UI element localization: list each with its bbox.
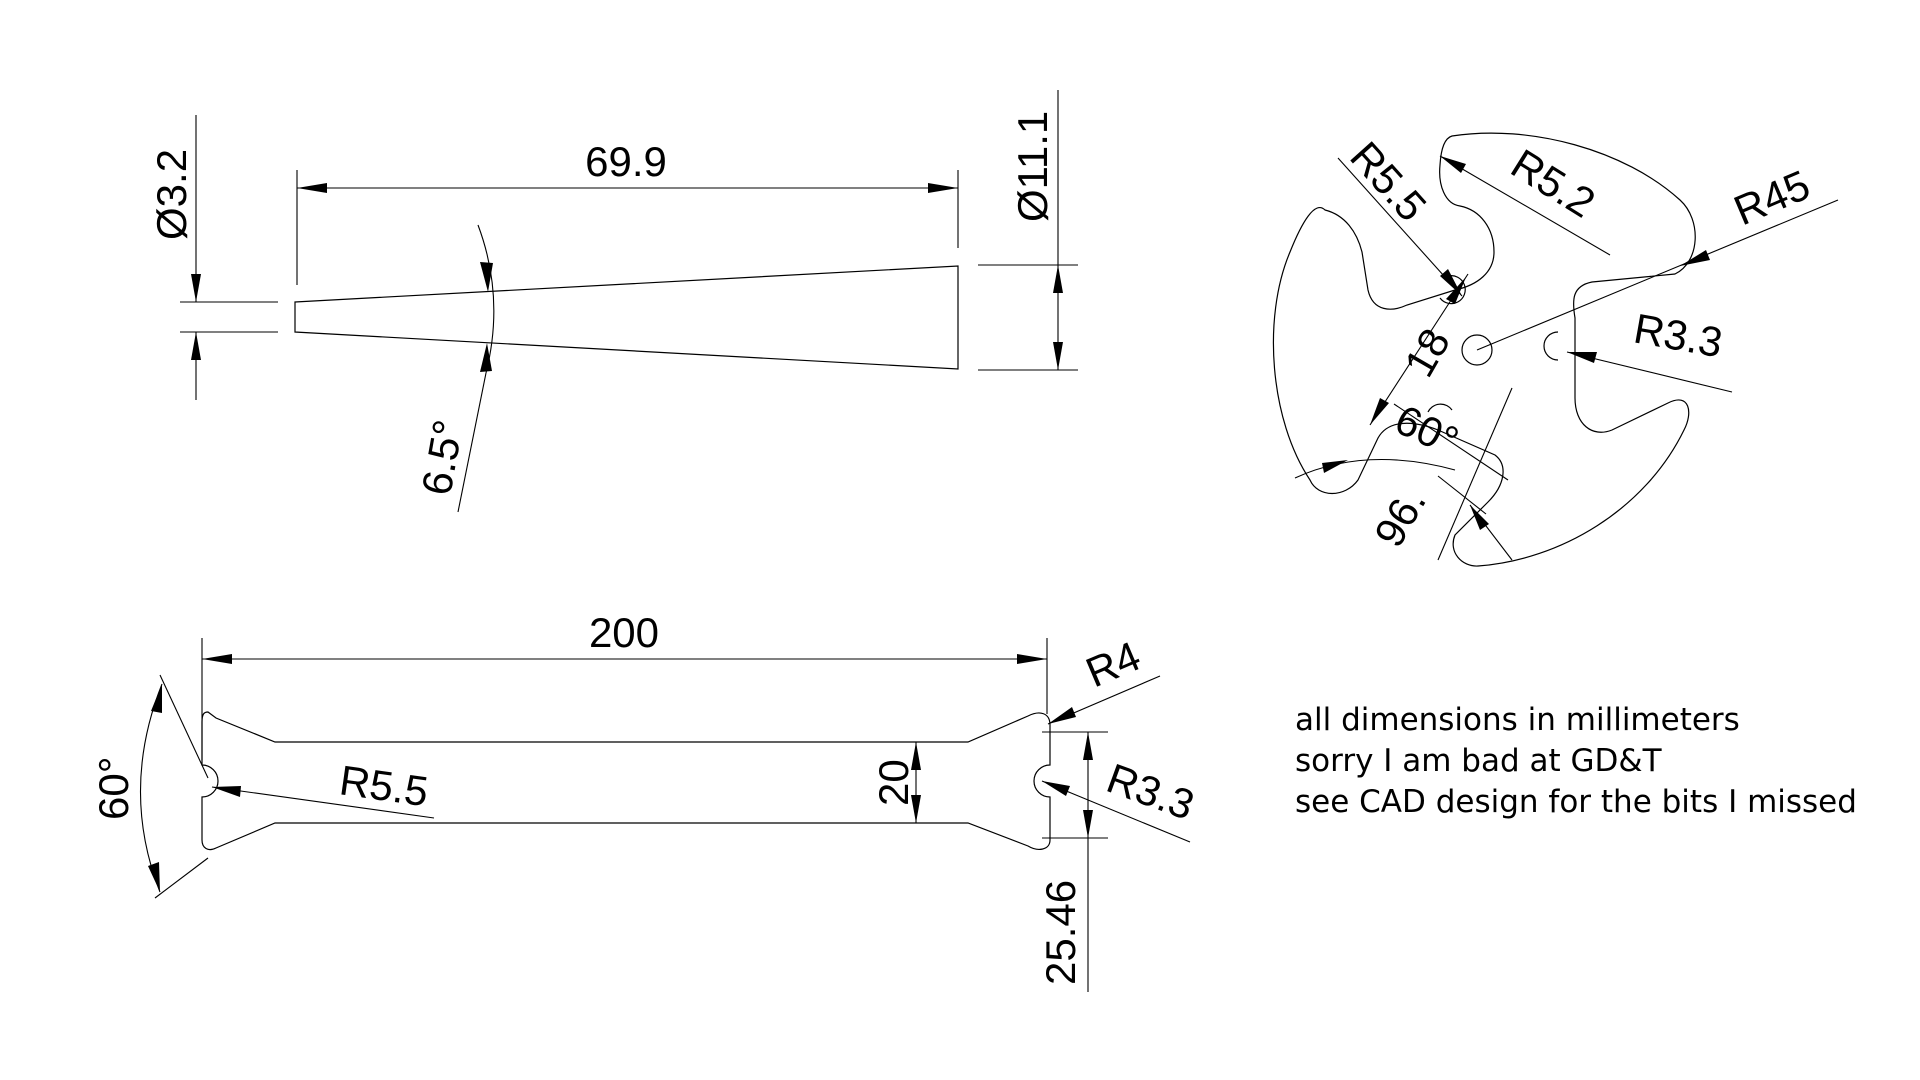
hub-notch [1439,275,1466,305]
extension-line [1437,475,1487,515]
arrowhead [1440,156,1466,173]
drawing-notes: all dimensions in millimeters sorry I am… [1295,700,1857,823]
arrowhead [1083,732,1093,760]
dim-diameter-small: Ø3.2 [148,149,195,240]
arrowhead [1042,781,1070,796]
dim-hub-lobe-radius: R5.2 [1503,140,1603,227]
arrowhead [1446,277,1466,304]
dim-strip-end-angle: 60° [90,756,137,820]
arrowhead [191,274,201,302]
arrowhead [1048,707,1076,724]
arrowhead [1680,250,1710,266]
arrowhead [151,684,162,713]
hub-view: R5.5 R5.2 R45 R3.3 18 60° 96. [1272,132,1839,567]
dim-hub-notch-radius: R5.5 [1341,133,1435,230]
dim-strip-end-height: 25.46 [1037,880,1084,985]
arrowhead [480,343,492,372]
dim-hub-chord: 96. [1365,480,1435,554]
arrowhead [297,183,327,193]
dim-strip-width: 20 [870,759,917,806]
angle-arc [1294,459,1456,479]
strip-outline [201,711,1051,851]
arrowhead [1567,352,1597,363]
hub-notch [1427,403,1453,413]
arrowhead [148,862,160,892]
dim-hub-angle: 60° [1388,396,1465,465]
arrowhead [191,332,201,360]
extension-line [1437,387,1513,561]
arrowhead [1470,505,1489,530]
extension-line [1393,403,1509,481]
dim-strip-corner-radius: R4 [1079,632,1147,696]
arrowhead [202,654,232,664]
note-line: see CAD design for the bits I missed [1295,784,1857,820]
arrowhead [1370,398,1389,425]
leader-line [1476,199,1839,351]
angle-arc [139,683,163,893]
strip-view: 200 60° R5.5 20 R4 R3.3 25.46 [90,609,1200,992]
taper-view: Ø3.2 69.9 Ø11.1 6.5° [148,90,1078,513]
arrowhead [212,786,241,797]
dim-diameter-large: Ø11.1 [1009,111,1056,222]
leader-line [211,786,435,819]
dim-strip-length: 200 [589,609,659,656]
extension-line [159,674,209,779]
dim-length: 69.9 [585,138,667,185]
arrowhead [1053,342,1063,370]
arrowhead [911,742,921,770]
leader-line [1439,155,1611,256]
dim-hub-outer-radius: R45 [1727,161,1816,234]
center-hole [1461,334,1493,366]
hub-notch [1543,331,1559,361]
arrowhead [480,262,493,292]
dim-hub-offset: 18 [1395,321,1459,385]
taper-outline [294,265,959,370]
note-line: sorry I am bad at GD&T [1295,743,1662,779]
hub-outline [1272,132,1696,567]
arrowhead [1017,654,1047,664]
note-line: all dimensions in millimeters [1295,702,1740,738]
dim-strip-slot-radius: R3.3 [1101,754,1200,829]
leader-line [1337,157,1463,297]
arrowhead [911,795,921,823]
extension-line [154,857,209,899]
arrowhead [1053,265,1063,293]
arrowhead [928,183,958,193]
dim-hub-slot-radius: R3.3 [1630,305,1726,367]
arrowhead [1083,810,1093,838]
leader-line [457,372,487,513]
arrowhead [1322,460,1348,473]
angle-arc [477,224,495,374]
